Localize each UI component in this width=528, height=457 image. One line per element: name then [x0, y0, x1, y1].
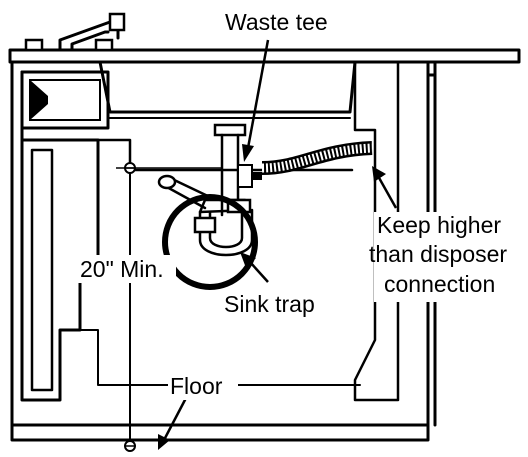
sink-bowl: [98, 60, 357, 114]
keep-higher-label-line3: connection: [384, 271, 495, 297]
floor-base: [10, 423, 430, 442]
floor-label: Floor: [170, 373, 223, 399]
waste-tee-label: Waste tee: [225, 9, 328, 35]
drawer-front: [20, 70, 110, 130]
sink-trap-arrow: [240, 252, 269, 283]
disposer-hose: [261, 141, 373, 175]
min-height-label: 20" Min.: [80, 256, 164, 282]
waste-tee-arrow: [242, 39, 270, 162]
waste-tee: [237, 164, 262, 188]
dishwasher-connection: [157, 174, 214, 210]
keep-higher-label-line1: Keep higher: [377, 212, 501, 238]
keep-higher-label-line2: than disposer: [369, 241, 507, 267]
floor-arrow: [158, 397, 188, 450]
faucet: [24, 12, 126, 52]
min-height-dimension: [116, 160, 222, 452]
trap-highlight-circle: [162, 194, 258, 290]
countertop: [8, 48, 521, 64]
sink-trap-label: Sink trap: [224, 291, 315, 317]
left-door: [20, 70, 100, 402]
keep-higher-arrow: [372, 166, 398, 209]
